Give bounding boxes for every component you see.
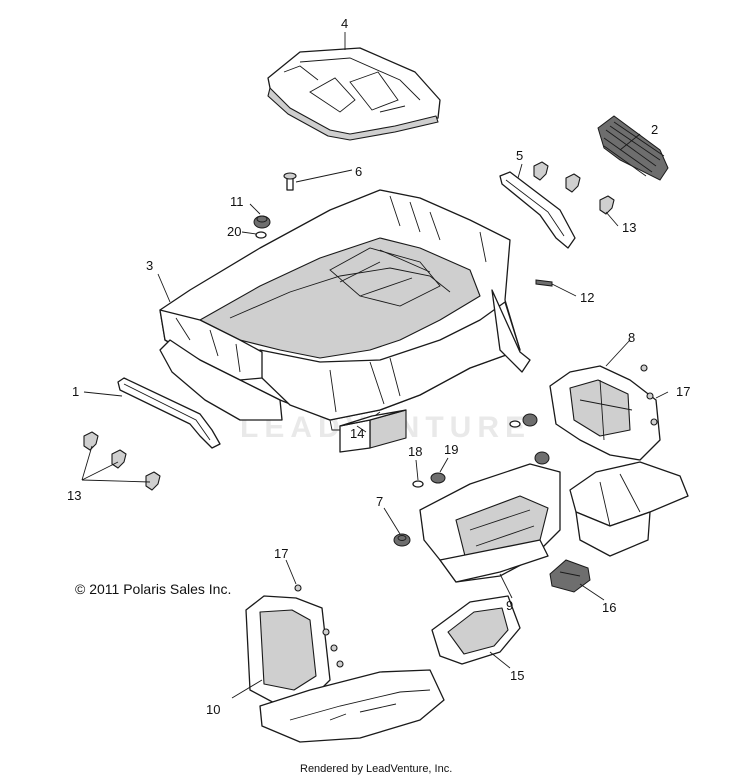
callout-19: 19 (444, 442, 458, 457)
part-18-washer (412, 480, 424, 488)
part-17-screws-lower (294, 584, 344, 668)
callout-3: 3 (146, 258, 153, 273)
callout-15: 15 (510, 668, 524, 683)
callout-12: 12 (580, 290, 594, 305)
part-14-foam-block (339, 409, 407, 453)
part-17-screws-right (640, 364, 658, 426)
footer-credit: Rendered by LeadVenture, Inc. (300, 763, 452, 775)
callout-17-upper: 17 (676, 384, 690, 399)
part-1-side-rail (117, 377, 221, 449)
part-20-washer (255, 231, 267, 239)
callout-13-left: 13 (67, 488, 81, 503)
callout-11: 11 (230, 194, 244, 209)
callout-16: 16 (602, 600, 616, 615)
callout-14: 14 (350, 426, 364, 441)
part-8-storage-bin (549, 365, 689, 557)
part-13-push-rivets-upper (533, 161, 615, 215)
part-3-cargo-box (159, 189, 531, 431)
part-15-cover-plate (431, 595, 521, 665)
part-12-screw (535, 279, 553, 287)
part-9-tray (419, 463, 561, 583)
callout-2: 2 (651, 122, 658, 137)
callout-18: 18 (408, 444, 422, 459)
callout-17-lower: 17 (274, 546, 288, 561)
callout-6: 6 (355, 164, 362, 179)
part-2-grille (597, 115, 669, 181)
callout-5: 5 (516, 148, 523, 163)
part-7-grommet (393, 533, 411, 547)
callout-1: 1 (72, 384, 79, 399)
part-grommets-center (509, 413, 550, 465)
callout-7: 7 (376, 494, 383, 509)
part-4-cover-panel (267, 47, 441, 141)
leader-lines (81, 32, 669, 699)
part-11-grommet (253, 215, 271, 229)
callout-20: 20 (227, 224, 241, 239)
callout-8: 8 (628, 330, 635, 345)
part-13-push-rivets-left (83, 431, 161, 491)
callout-labels: 4 2 5 6 11 20 13 3 12 8 17 1 18 19 14 13… (67, 16, 690, 717)
callout-13-upper: 13 (622, 220, 636, 235)
part-6-screw (283, 172, 297, 191)
callout-9: 9 (506, 598, 513, 613)
part-19-nut (430, 472, 446, 484)
part-10-lower-tray (245, 595, 445, 743)
copyright-text: © 2011 Polaris Sales Inc. (75, 581, 231, 597)
callout-4: 4 (341, 16, 348, 31)
part-5-trim-strip (499, 171, 576, 249)
callout-10: 10 (206, 702, 220, 717)
